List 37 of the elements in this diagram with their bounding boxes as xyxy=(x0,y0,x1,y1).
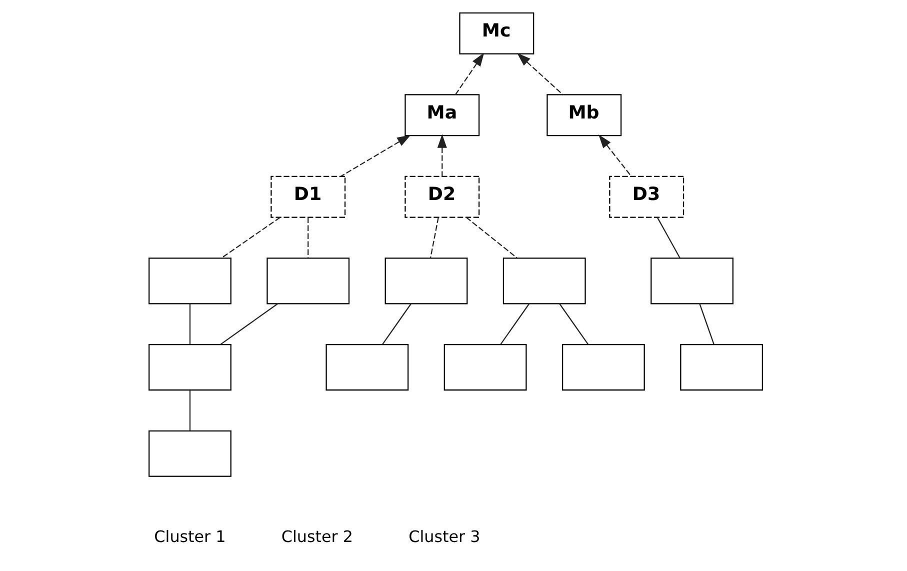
node-box xyxy=(680,344,764,391)
node-box: Mc xyxy=(459,12,534,54)
node-box xyxy=(502,258,586,304)
arrow xyxy=(598,134,632,177)
node-box: Mb xyxy=(546,94,622,136)
arrow xyxy=(340,134,411,177)
connector xyxy=(308,217,309,258)
connector xyxy=(559,303,589,345)
node-box xyxy=(650,258,734,304)
connector xyxy=(221,216,280,258)
connector xyxy=(656,217,680,258)
node-box xyxy=(266,258,350,304)
node-box: D2 xyxy=(404,176,480,218)
node-box xyxy=(562,344,645,391)
node-box: Ma xyxy=(404,94,480,136)
connector xyxy=(382,303,412,345)
node-box: D3 xyxy=(609,176,684,218)
label: Cluster 2 xyxy=(281,526,353,546)
connector xyxy=(189,390,191,431)
arrow xyxy=(517,52,564,95)
node-box xyxy=(444,344,527,391)
label: Cluster 3 xyxy=(408,526,480,546)
connector xyxy=(699,304,714,344)
node-box xyxy=(326,344,409,391)
connector xyxy=(500,303,530,345)
arrow xyxy=(437,134,447,176)
node-box xyxy=(148,344,232,391)
node-box xyxy=(384,258,468,304)
arrow xyxy=(455,52,484,95)
label: Cluster 1 xyxy=(154,526,226,546)
connector xyxy=(430,217,439,258)
connector xyxy=(220,303,278,345)
connector xyxy=(466,216,518,258)
connector xyxy=(189,304,191,344)
node-box xyxy=(148,258,232,304)
node-box xyxy=(148,430,232,477)
node-box: D1 xyxy=(270,176,346,218)
